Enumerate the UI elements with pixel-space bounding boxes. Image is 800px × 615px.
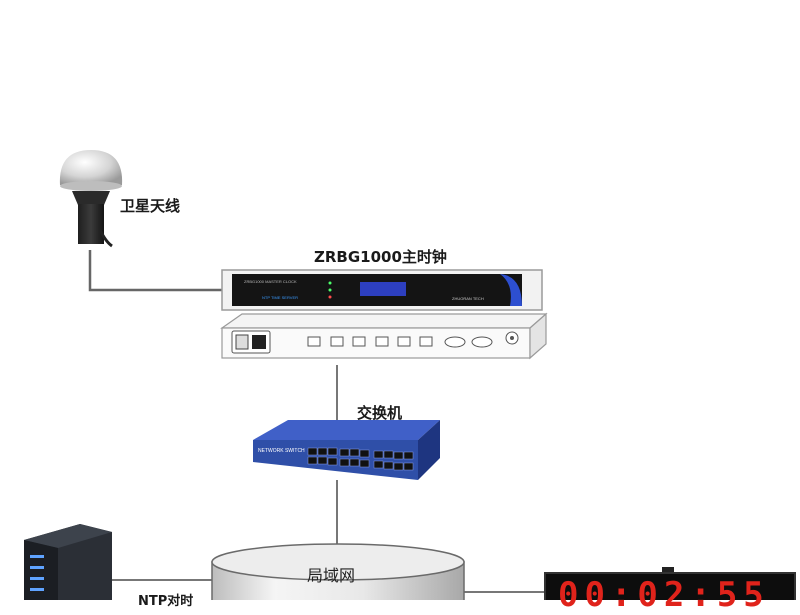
- antenna-label: 卫星天线: [120, 197, 181, 215]
- switch-label: 交换机: [357, 404, 403, 422]
- server-rack-icon: [24, 524, 112, 600]
- master-clock-label: ZRBG1000主时钟: [314, 248, 447, 266]
- master-clock-front-icon: ZRBG1000 MASTER CLOCK NTP TIME SERVER ZH…: [221, 269, 543, 311]
- svg-text:NETWORK SWITCH: NETWORK SWITCH: [258, 448, 305, 454]
- antenna-cable: [88, 250, 222, 292]
- lan-cylinder-icon: [211, 543, 465, 600]
- digital-clock-icon: [544, 567, 796, 600]
- svg-text:ZRBG1000 MASTER CLOCK: ZRBG1000 MASTER CLOCK: [244, 279, 297, 284]
- lan-label: 局域网: [307, 566, 356, 585]
- digital-clock-readout: 00:02:55: [558, 575, 770, 615]
- svg-text:NTP TIME SERVER: NTP TIME SERVER: [262, 295, 298, 300]
- connection-lines: [88, 250, 548, 593]
- satellite-antenna-icon: [59, 150, 123, 248]
- network-switch-icon: NETWORK SWITCH: [253, 420, 440, 480]
- master-clock-rear-icon: [220, 312, 548, 360]
- svg-text:ZHUORAN TECH: ZHUORAN TECH: [452, 296, 484, 301]
